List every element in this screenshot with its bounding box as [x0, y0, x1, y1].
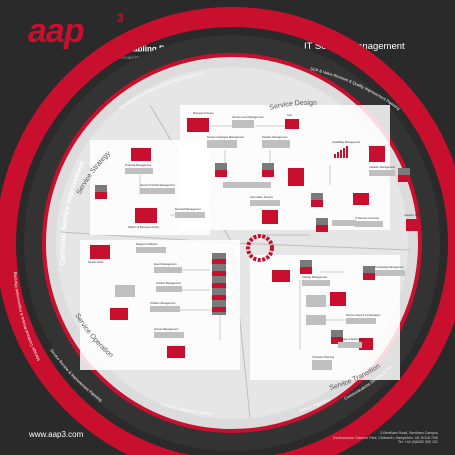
node-security-policy: [262, 210, 278, 224]
label-business-process: Business Process: [193, 111, 214, 115]
label-service-desk: Service Desk: [88, 260, 104, 264]
db-change: [300, 260, 312, 274]
website-link[interactable]: www.aap3.com: [29, 430, 84, 439]
node-labels: Business Process Service Level Managemen…: [88, 111, 421, 359]
node-problem: [110, 308, 128, 320]
node-business-process: [187, 118, 209, 132]
db-supplier: [262, 163, 274, 177]
label-service-asset-config: Service Asset & Configuration: [346, 313, 381, 317]
label-availability-mgmt: Availability Management: [332, 140, 360, 144]
node-pattern-of-business-activity: [135, 208, 157, 223]
node-sla: [285, 119, 299, 129]
label-release-deployment: Release & Deployment: [338, 337, 365, 341]
label-access-mgmt: Access Management: [154, 327, 178, 331]
label-knowledge-mgmt: Knowledge Management: [375, 265, 404, 269]
node-change: [272, 270, 290, 282]
label-request-fulfilment: Request Fulfilment: [136, 242, 158, 246]
node-incident: [167, 346, 185, 358]
db-service-portfolio: [95, 185, 107, 199]
db-service-catalogue: [215, 163, 227, 177]
label-service-portfolio: Service Portfolio Management: [140, 183, 175, 187]
node-release: [330, 292, 346, 306]
gray-boxes: [115, 120, 405, 370]
central-hub: [246, 234, 274, 262]
db-cmdb: [212, 253, 226, 315]
db-knowledge: [363, 266, 375, 280]
node-service-desk: [90, 245, 110, 259]
label-event-mgmt: Event Management: [154, 262, 177, 266]
outer-ring: [0, 7, 455, 455]
label-it-service-continuity: IT Service Continuity: [355, 216, 380, 220]
label-financial-mgmt: Financial Management: [125, 163, 152, 167]
node-continuity-plan: [353, 193, 369, 205]
label-transition-planning: Transition Planning: [312, 355, 335, 359]
label-demand-mgmt: Demand Management: [175, 207, 201, 211]
node-capacity-plan-2: [406, 219, 420, 231]
node-projected-plan: [288, 168, 304, 186]
label-information-security: Information Security: [250, 195, 274, 199]
label-change-mgmt: Change Management: [302, 275, 327, 279]
label-problem-mgmt: Problem Management: [150, 301, 176, 305]
bar-chart-icon: [334, 146, 348, 158]
label-service-catalogue: Service Catalogue Management: [207, 135, 244, 139]
db-release: [331, 330, 343, 344]
address-line-2: Southampton Science Park, Chilworth, Ham…: [332, 435, 438, 440]
contact-address: 3 Bentham Road, Bentham Campus Southampt…: [288, 431, 438, 445]
node-financial-management: [131, 148, 151, 161]
db-availability: [398, 168, 410, 182]
label-capacity-plan: Capacity Plan: [404, 213, 421, 217]
phone-number: Tel: +44 (0)8452 300 101: [397, 440, 438, 445]
database-stacks: [95, 163, 410, 344]
node-capacity-plan: [369, 146, 385, 162]
node-transition-plan: [359, 338, 373, 350]
label-supplier-mgmt: Supplier Management: [262, 135, 288, 139]
brand-logo-superscript: 3: [117, 11, 124, 25]
brand-logo: aap: [28, 12, 85, 50]
db-it-continuity: [316, 218, 328, 232]
label-service-level-mgmt: Service Level Management: [232, 115, 264, 119]
db-information-security: [311, 193, 323, 207]
label-capacity-mgmt: Capacity Management: [369, 165, 395, 169]
red-nodes: [90, 118, 420, 358]
label-sla: SLA: [287, 113, 292, 117]
label-incident-mgmt: Incident Management: [156, 281, 181, 285]
divider-right: [231, 242, 411, 251]
address-line-1: 3 Bentham Road, Bentham Campus: [380, 431, 438, 435]
label-pattern-business-activity: Pattern of Business Activity: [128, 225, 160, 229]
